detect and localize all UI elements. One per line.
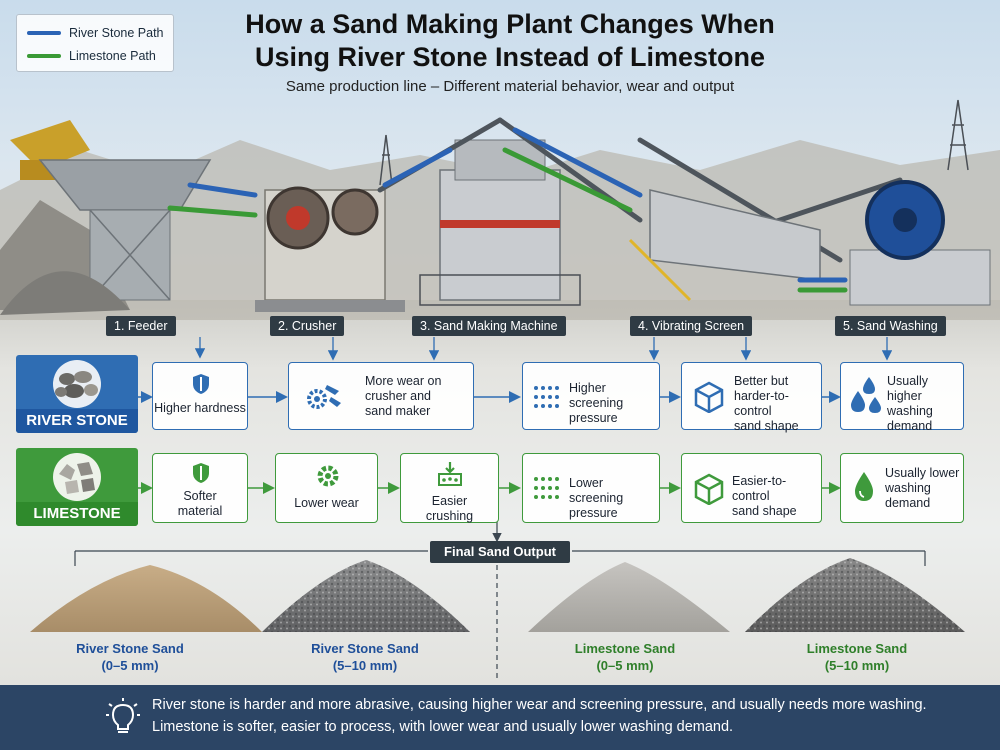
lime-box-screening: Lower screening pressure — [522, 453, 660, 523]
box-line: Softer — [183, 489, 217, 503]
row-label-river-stone: RIVER STONE — [16, 355, 138, 433]
footer-summary: River stone is harder and more abrasive,… — [0, 685, 1000, 750]
footer-line-2: Limestone is softer, easier to process, … — [152, 719, 734, 735]
lightbulb-icon — [106, 698, 140, 733]
pile-name: River Stone Sand — [311, 641, 419, 656]
lime-box-easier-crushing: Easier crushing — [400, 453, 499, 523]
river-box-screening: Higher screening pressure — [522, 362, 660, 430]
final-output-label: Final Sand Output — [430, 541, 570, 563]
dump-truck — [10, 120, 90, 170]
box-line: sand shape — [732, 504, 797, 518]
gears-wear-icon — [307, 385, 341, 409]
box-line: pressure — [569, 506, 618, 520]
gear-icon — [317, 465, 339, 487]
page-title: How a Sand Making Plant Changes When Usi… — [170, 8, 850, 74]
box-line: Better but — [734, 374, 789, 388]
pile-label-river-coarse: River Stone Sand (5–10 mm) — [285, 640, 445, 674]
pile-size: (0–5 mm) — [596, 658, 654, 673]
box-line: demand — [887, 419, 933, 433]
cube-icon — [694, 473, 724, 505]
pile-name: Limestone Sand — [806, 641, 908, 656]
pile-label-lime-fine: Limestone Sand (0–5 mm) — [545, 640, 705, 674]
pile-size: (5–10 mm) — [824, 658, 890, 673]
lime-box-sand-shape: Easier-to-control sand shape — [681, 453, 822, 523]
footer-line-1: River stone is harder and more abrasive,… — [152, 697, 927, 713]
box-line: material — [177, 504, 223, 518]
pile-name: Limestone Sand — [574, 641, 676, 656]
water-drops-icon — [851, 377, 881, 413]
pile-name: River Stone Sand — [76, 641, 184, 656]
box-line: washing — [887, 404, 933, 418]
river-box-sand-shape: Better but harder-to-control sand shape — [681, 362, 822, 433]
legend-label: River Stone Path — [69, 26, 164, 40]
stage-label-feeder: 1. Feeder — [106, 316, 176, 336]
title-line-2: Using River Stone Instead of Limestone — [254, 42, 766, 72]
shield-icon — [193, 374, 209, 394]
sand-making-machine — [439, 169, 561, 301]
box-line: harder-to-control — [734, 389, 789, 418]
row-text: LIMESTONE — [16, 502, 138, 526]
limestone-rocks-icon — [53, 453, 101, 501]
pile-label-river-fine: River Stone Sand (0–5 mm) — [50, 640, 210, 674]
row-label-limestone: LIMESTONE — [16, 448, 138, 526]
box-line: Lower wear — [294, 496, 359, 510]
legend-item-river-stone: River Stone Path — [27, 26, 164, 40]
lime-box-softer: Softer material — [152, 453, 248, 523]
stage-label-crusher: 2. Crusher — [270, 316, 345, 336]
stage-label-sand-making-machine: 3. Sand Making Machine — [412, 316, 566, 336]
box-line: Higher hardness — [154, 401, 246, 415]
box-line: Higher screening — [569, 381, 624, 410]
sand-washer — [849, 249, 991, 306]
river-box-crusher-wear: More wear on crusher and sand maker — [288, 362, 474, 430]
box-line: crusher and — [365, 389, 432, 403]
box-line: Easier — [431, 494, 468, 508]
dot-grid-icon — [534, 477, 559, 499]
box-line: Usually higher — [887, 374, 928, 403]
dot-grid-icon — [534, 386, 559, 408]
shield-icon — [193, 463, 209, 483]
legend-item-limestone: Limestone Path — [27, 49, 156, 63]
sand-pile-river-fine — [30, 565, 262, 632]
lime-box-washing: Usually lower washing demand — [840, 453, 964, 523]
box-line: sand shape — [734, 419, 799, 433]
title-line-1: How a Sand Making Plant Changes When — [245, 9, 775, 39]
box-line: Easier-to-control — [732, 474, 787, 503]
box-line: sand maker — [365, 404, 431, 418]
river-stones-icon — [53, 360, 101, 408]
water-drop-icon — [855, 472, 873, 501]
plant-illustration — [0, 99, 1000, 320]
legend: River Stone Path Limestone Path — [16, 14, 174, 72]
box-line: pressure — [569, 411, 618, 425]
box-line: Usually lower — [885, 466, 960, 480]
sand-pile-lime-fine — [528, 562, 730, 632]
box-line: washing — [885, 481, 931, 495]
legend-label: Limestone Path — [69, 49, 156, 63]
pile-size: (0–5 mm) — [101, 658, 159, 673]
legend-swatch-green — [27, 54, 61, 58]
river-box-hardness: Higher hardness — [152, 362, 248, 430]
stage-label-vibrating-screen: 4. Vibrating Screen — [630, 316, 753, 336]
river-box-washing: Usually higher washing demand — [840, 362, 964, 433]
box-line: demand — [885, 496, 931, 510]
pile-size: (5–10 mm) — [332, 658, 398, 673]
page-subtitle: Same production line – Different materia… — [285, 78, 735, 95]
box-line: Lower screening — [569, 476, 624, 505]
pile-label-lime-coarse: Limestone Sand (5–10 mm) — [777, 640, 937, 674]
lime-box-lower-wear: Lower wear — [275, 453, 378, 523]
power-tower — [379, 99, 969, 186]
row-text: RIVER STONE — [16, 409, 138, 433]
legend-swatch-blue — [27, 31, 61, 35]
stage-label-sand-washing: 5. Sand Washing — [835, 316, 946, 336]
box-line: crushing — [425, 509, 474, 523]
cube-icon — [694, 381, 724, 413]
crush-icon — [438, 462, 462, 486]
box-line: More wear on — [365, 374, 442, 388]
